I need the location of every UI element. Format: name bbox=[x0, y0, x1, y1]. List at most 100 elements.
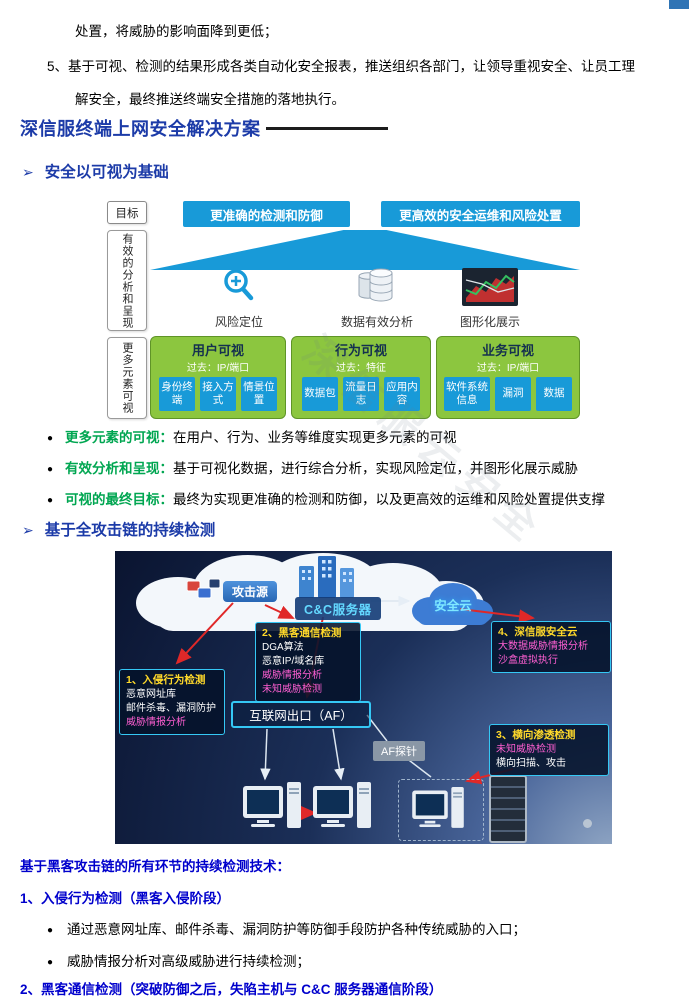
detect-line: 威胁情报分析 bbox=[262, 669, 322, 681]
bullet-lead: 有效分析和呈现： bbox=[65, 461, 174, 476]
internet-gateway-box: 互联网出口（AF） bbox=[231, 701, 371, 728]
bullet-text: 通过恶意网址库、邮件杀毒、漏洞防护等防御手段防护各种传统威胁的入口； bbox=[67, 922, 527, 937]
database-icon bbox=[358, 268, 393, 302]
visibility-group-behavior: 行为可视 过去：特征 数据包 流量日志 应用内容 bbox=[291, 336, 431, 419]
section-heading-visibility: ➢ 安全以可视为基础 bbox=[22, 160, 169, 182]
magnifier-plus-icon bbox=[224, 269, 254, 301]
group-subtitle: 过去：IP/端口 bbox=[476, 363, 540, 374]
arrow-marker-icon: ➢ bbox=[22, 522, 34, 538]
detect-line: 大数据威胁情报分析 bbox=[498, 640, 588, 652]
detect-line: 威胁情报分析 bbox=[126, 716, 186, 728]
bullet-item: ● 更多元素的可视：在用户、行为、业务等维度实现更多元素的可视 bbox=[47, 426, 457, 446]
detect-line: 未知威胁检测 bbox=[262, 683, 322, 695]
bullet-text: 在用户、行为、业务等维度实现更多元素的可视 bbox=[173, 430, 457, 445]
detect-box-security-cloud: 4、深信服安全云 大数据威胁情报分析 沙盒虚拟执行 bbox=[491, 621, 611, 673]
group-subtitle: 过去：特征 bbox=[336, 363, 386, 374]
data-analysis-label: 数据有效分析 bbox=[340, 315, 413, 329]
detect-box-communication: 2、黑客通信检测 DGA算法 恶意IP/域名库 威胁情报分析 未知威胁检测 bbox=[255, 622, 361, 702]
bullet-text: 基于可视化数据，进行综合分析，实现风险定位，并图形化展示威胁 bbox=[173, 461, 579, 476]
detect-box-title: 3、横向渗透检测 bbox=[496, 729, 576, 741]
bullet-item: ●可视的最终目标：最终为实现更准确的检测和防御，以及更高效的运维和风险处置提供支… bbox=[47, 488, 605, 508]
bullet-lead: 可视的最终目标： bbox=[65, 492, 174, 507]
left-panel-elements: 更多元素可视 bbox=[107, 337, 147, 419]
list-item-number: 5、 bbox=[47, 59, 69, 74]
detect-line: 未知威胁检测 bbox=[496, 743, 556, 755]
goal-box: 目标 bbox=[107, 201, 147, 224]
heading-rule bbox=[266, 127, 388, 130]
detection-bullet: ● 威胁情报分析对高级威胁进行持续检测； bbox=[47, 950, 310, 970]
detect-line: 恶意网址库 bbox=[126, 688, 176, 700]
left-panel-analysis: 有效的分析和呈现 bbox=[107, 230, 147, 331]
attack-source-icon bbox=[187, 578, 221, 599]
visibility-group-business: 业务可视 过去：IP/端口 软件系统信息 漏洞 数据 bbox=[436, 336, 580, 419]
top-benefit-box-1: 更准确的检测和防御 bbox=[183, 201, 350, 227]
group-items: 身份终端 接入方式 情景位置 bbox=[151, 377, 285, 411]
detect-line: DGA算法 bbox=[262, 641, 304, 653]
decor-dot bbox=[583, 819, 592, 828]
attack-chain-diagram: 安全云 攻击源 C&C服务器 bbox=[115, 551, 612, 844]
section-heading-detection: ➢ 基于全攻击链的持续检测 bbox=[22, 518, 215, 540]
detect-box-lateral: 3、横向渗透检测 未知威胁检测 横向扫描、攻击 bbox=[489, 724, 609, 776]
server-icon bbox=[489, 775, 527, 843]
detect-line: 邮件杀毒、漏洞防护 bbox=[126, 702, 216, 714]
left-panel-analysis-label: 有效的分析和呈现 bbox=[121, 232, 133, 329]
bullet-text: 最终为实现更准确的检测和防御，以及更高效的运维和风险处置提供支撑 bbox=[173, 492, 606, 507]
detection-heading: 基于黑客攻击链的所有环节的持续检测技术： bbox=[20, 859, 290, 874]
protected-group-outline bbox=[398, 779, 484, 841]
detect-box-title: 2、黑客通信检测 bbox=[262, 627, 342, 639]
group-item: 情景位置 bbox=[241, 377, 277, 411]
pc-icon bbox=[412, 787, 464, 828]
attack-source-badge: 攻击源 bbox=[223, 581, 278, 602]
bullet-text: 威胁情报分析对高级威胁进行持续检测； bbox=[67, 954, 311, 969]
top-benefit-box-2: 更高效的安全运维和风险处置 bbox=[381, 201, 580, 227]
group-items: 数据包 流量日志 应用内容 bbox=[292, 377, 430, 411]
arrow-marker-icon: ➢ bbox=[22, 164, 34, 180]
group-title: 业务可视 bbox=[481, 343, 534, 358]
detection-bullet: ● 通过恶意网址库、邮件杀毒、漏洞防护等防御手段防护各种传统威胁的入口； bbox=[47, 918, 526, 938]
corner-mark bbox=[669, 0, 689, 9]
detect-line: 恶意IP/域名库 bbox=[262, 655, 325, 667]
intro-paragraph: 处置，将威胁的影响面降到更低； bbox=[75, 24, 278, 39]
group-items: 软件系统信息 漏洞 数据 bbox=[437, 377, 579, 411]
chart-icon bbox=[462, 268, 518, 306]
risk-locate-label: 风险定位 bbox=[214, 315, 263, 329]
section-title: 基于全攻击链的持续检测 bbox=[44, 522, 216, 539]
bullet-dot-icon: ● bbox=[47, 925, 54, 936]
detection-item-2-title: 2、黑客通信检测（突破防御之后，失陷主机与 C&C 服务器通信阶段） bbox=[20, 982, 443, 997]
group-item: 身份终端 bbox=[159, 377, 195, 411]
group-item: 接入方式 bbox=[200, 377, 236, 411]
left-panel-elements-label: 更多元素可视 bbox=[121, 342, 133, 414]
list-item-text: 基于可视、检测的结果形成各类自动化安全报表，推送组织各部门，让领导重视安全、让员… bbox=[68, 59, 636, 107]
bullet-dot-icon: ● bbox=[47, 957, 54, 968]
group-item: 数据 bbox=[536, 377, 572, 411]
visual-display-label: 图形化展示 bbox=[459, 315, 520, 329]
section-title: 安全以可视为基础 bbox=[44, 164, 169, 181]
detect-box-intrusion: 1、入侵行为检测 恶意网址库 邮件杀毒、漏洞防护 威胁情报分析 bbox=[119, 669, 225, 735]
group-subtitle: 过去：IP/端口 bbox=[186, 363, 250, 374]
bullet-dot-icon: ● bbox=[47, 464, 54, 475]
detect-box-title: 1、入侵行为检测 bbox=[126, 674, 206, 686]
detection-item-1-title: 1、入侵行为检测（黑客入侵阶段） bbox=[20, 891, 231, 906]
page-title: 深信服终端上网安全解决方案 bbox=[20, 119, 261, 139]
bullet-dot-icon: ● bbox=[47, 433, 54, 444]
cc-server-buildings-icon bbox=[299, 556, 354, 598]
pc-icon bbox=[313, 782, 371, 828]
cc-server-badge: C&C服务器 bbox=[295, 597, 381, 620]
group-item: 漏洞 bbox=[495, 377, 531, 411]
list-item-5: 5、基于可视、检测的结果形成各类自动化安全报表，推送组织各部门，让领导重视安全、… bbox=[47, 50, 645, 116]
detect-line: 横向扫描、攻击 bbox=[496, 757, 566, 769]
group-title: 用户可视 bbox=[191, 343, 244, 358]
group-item: 应用内容 bbox=[384, 377, 420, 411]
bullet-lead: 更多元素的可视： bbox=[65, 430, 174, 445]
pc-icon bbox=[243, 782, 301, 828]
group-item: 数据包 bbox=[302, 377, 338, 411]
group-item: 流量日志 bbox=[343, 377, 379, 411]
group-title: 行为可视 bbox=[334, 343, 387, 358]
bullet-item: ● 有效分析和呈现：基于可视化数据，进行综合分析，实现风险定位，并图形化展示威胁 bbox=[47, 457, 578, 477]
detect-line: 沙盒虚拟执行 bbox=[498, 654, 558, 666]
house-roof-shape bbox=[150, 230, 580, 270]
af-probe-badge: AF探针 bbox=[373, 741, 426, 761]
group-item: 软件系统信息 bbox=[444, 377, 490, 411]
security-cloud-label: 安全云 bbox=[434, 599, 472, 613]
